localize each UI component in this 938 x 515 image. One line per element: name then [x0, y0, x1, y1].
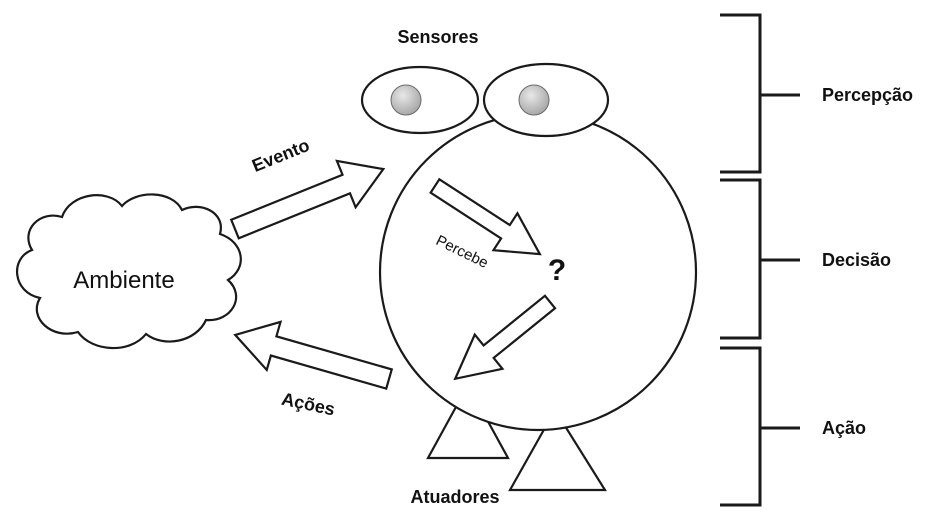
- stage-label-decision: Decisão: [822, 250, 891, 270]
- stage-label-action: Ação: [822, 418, 866, 438]
- environment-label: Ambiente: [73, 267, 174, 294]
- decision-bracket: [720, 180, 800, 338]
- action-bracket: [720, 348, 800, 505]
- stage-brackets: [720, 15, 800, 505]
- left-pupil: [391, 85, 421, 115]
- environment-cloud: Ambiente: [17, 194, 241, 348]
- actions-label: Ações: [280, 389, 337, 420]
- right-pupil: [519, 85, 549, 115]
- question-mark: ?: [548, 254, 566, 287]
- stage-label-perception: Percepção: [822, 85, 913, 105]
- agent-body: [380, 114, 696, 430]
- sensors-label: Sensores: [397, 27, 478, 47]
- actuators-label: Atuadores: [410, 487, 499, 507]
- event-label: Evento: [249, 135, 312, 176]
- actions-arrow: [228, 311, 396, 403]
- perception-bracket: [720, 15, 800, 172]
